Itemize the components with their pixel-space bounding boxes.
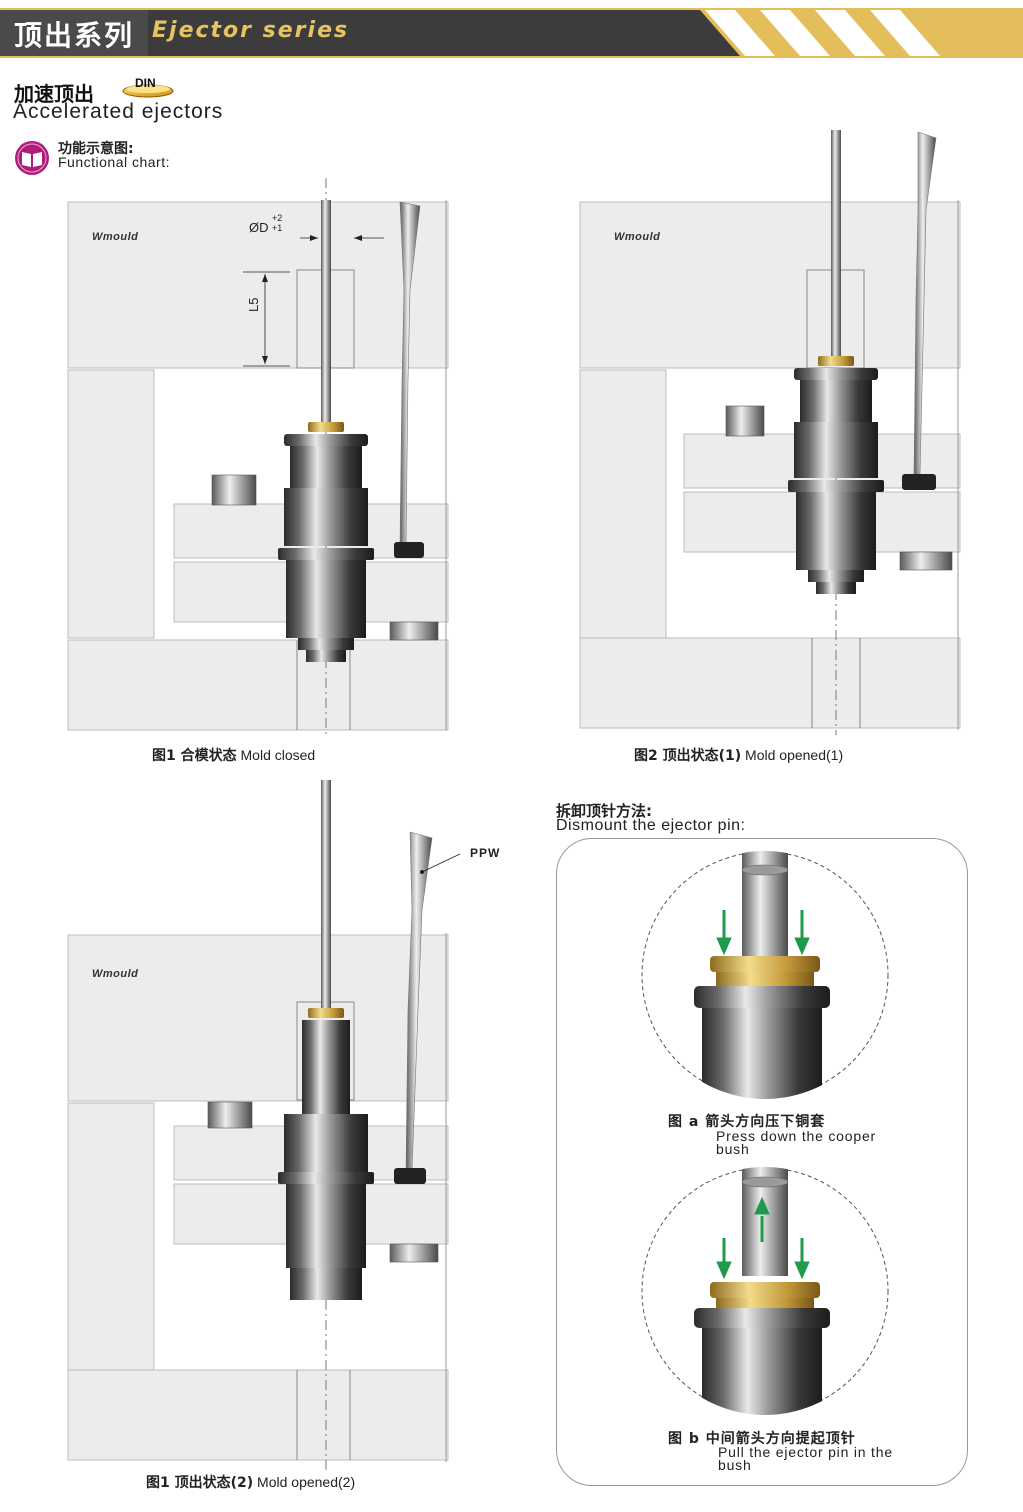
din-badge-label: DIN	[135, 76, 156, 90]
caption-fig1: 图1 合模状态 Mold closed	[152, 747, 316, 764]
caption-fig3: 图1 顶出状态(2) Mold opened(2)	[146, 1474, 356, 1491]
functional-chart-label-cn: 功能示意图:	[58, 141, 134, 157]
dimension-l5-label: L5	[246, 297, 261, 312]
header-title-cn: 顶出系列	[14, 19, 135, 52]
figure-mold-closed	[67, 178, 449, 735]
header-title-en: Ejector series	[152, 18, 350, 43]
dismount-step-a-label-en: Press down the cooper bush	[716, 1128, 876, 1157]
caption-fig2: 图2 顶出状态(1) Mold opened(1)	[634, 747, 844, 764]
dismount-title-cn: 拆卸顶针方法:	[556, 802, 652, 820]
section-title-en: Accelerated ejectors	[13, 100, 224, 123]
functional-chart-label-en: Functional chart:	[58, 154, 170, 170]
dismount-title-en: Dismount the ejector pin:	[556, 817, 746, 834]
watermark-fig1: Wmould	[92, 231, 139, 243]
header-band	[0, 8, 1023, 58]
section-title-cn: 加速顶出	[14, 82, 94, 106]
din-badge-icon	[122, 84, 174, 98]
dimension-d-label: ØD	[249, 220, 269, 235]
dimension-d-tolerance: +2 +1	[272, 213, 283, 233]
dismount-panel	[556, 838, 968, 1486]
dismount-step-b-label-cn: 图 b 中间箭头方向提起顶针	[668, 1431, 856, 1447]
figure-mold-opened-2	[67, 780, 461, 1470]
dismount-step-a-label-cn: 图 a 箭头方向压下铜套	[668, 1114, 826, 1130]
watermark-fig2: Wmould	[614, 231, 661, 243]
figure-mold-opened-1	[579, 130, 961, 735]
ppw-callout-label: PPW	[470, 846, 501, 860]
open-book-icon	[15, 141, 49, 175]
dismount-step-b-illustration	[641, 1167, 889, 1415]
dismount-step-b-label-en: Pull the ejector pin in the bush	[718, 1444, 893, 1473]
watermark-fig3: Wmould	[92, 968, 139, 980]
dismount-step-a-illustration	[641, 851, 889, 1099]
